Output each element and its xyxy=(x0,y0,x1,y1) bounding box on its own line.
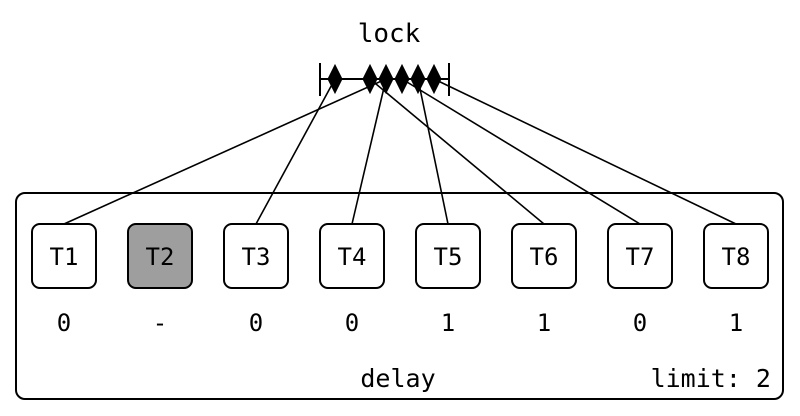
lock-connections xyxy=(63,78,737,225)
thread-label-t5: T5 xyxy=(434,243,463,271)
limit-label: limit: 2 xyxy=(651,364,771,393)
lock-connection-t1 xyxy=(63,78,387,225)
thread-box-t1 xyxy=(31,223,97,289)
delay-panel xyxy=(15,192,784,400)
lock-title: lock xyxy=(358,19,421,49)
lock-connection-t3 xyxy=(255,78,336,225)
thread-box-t3 xyxy=(223,223,289,289)
delay-value-t3: 0 xyxy=(249,309,263,337)
thread-box-t6 xyxy=(511,223,577,289)
lock-connection-t7 xyxy=(401,78,641,225)
thread-label-t3: T3 xyxy=(242,243,271,271)
delay-value-t2: - xyxy=(153,309,167,337)
thread-label-t8: T8 xyxy=(722,243,751,271)
thread-box-t4 xyxy=(319,223,385,289)
delay-value-t8: 1 xyxy=(729,309,743,337)
thread-label-t7: T7 xyxy=(626,243,655,271)
delay-value-t5: 1 xyxy=(441,309,455,337)
delay-value-t7: 0 xyxy=(633,309,647,337)
thread-box-t2 xyxy=(127,223,193,289)
delay-value-t1: 0 xyxy=(57,309,71,337)
thread-label-t6: T6 xyxy=(530,243,559,271)
lock-connection-t6 xyxy=(369,78,545,225)
thread-row: T1 T2 T3 T4 T5 T6 T7 T8 xyxy=(31,223,769,289)
delay-value-t6: 1 xyxy=(537,309,551,337)
thread-box-t5 xyxy=(415,223,481,289)
lock-connection-t5 xyxy=(417,78,449,225)
thread-label-t2: T2 xyxy=(146,243,175,271)
thread-box-t7 xyxy=(607,223,673,289)
delay-row: 0 - 0 0 1 1 0 1 xyxy=(57,309,743,337)
delay-value-t4: 0 xyxy=(345,309,359,337)
thread-box-t8 xyxy=(703,223,769,289)
thread-label-t4: T4 xyxy=(338,243,367,271)
lock-connection-t8 xyxy=(433,78,737,225)
thread-label-t1: T1 xyxy=(50,243,79,271)
lock-connection-t4 xyxy=(351,78,387,225)
delay-label: delay xyxy=(360,364,435,393)
